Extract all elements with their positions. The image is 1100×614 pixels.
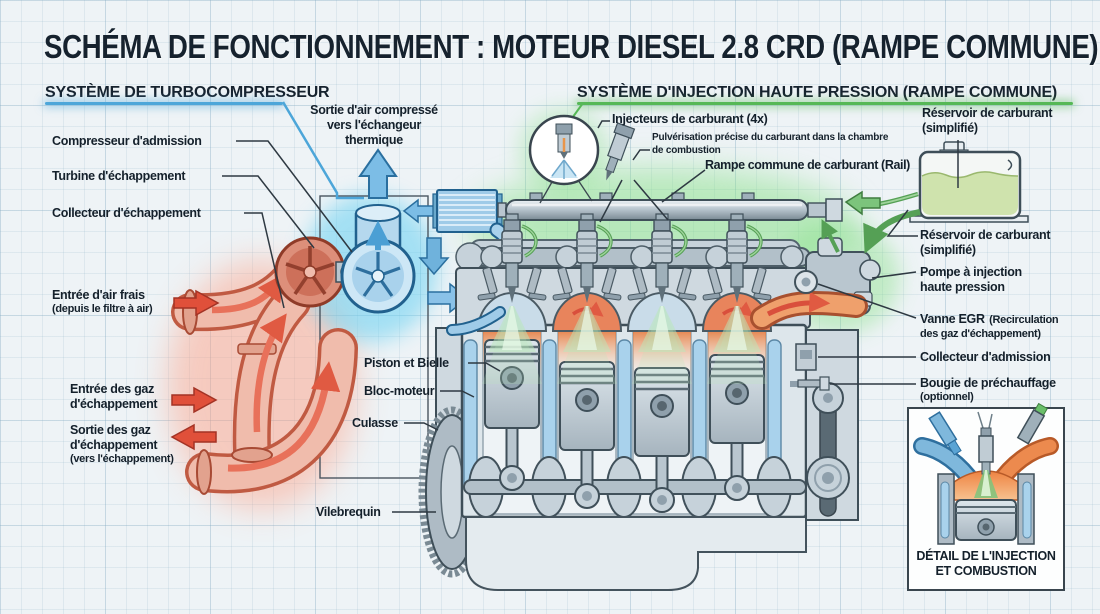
label-compresseur-admission: Compresseur d'admission	[52, 134, 202, 148]
combustion-detail-inset	[907, 402, 1065, 591]
label-sortie-gaz: Sortie des gaz d'échappement (vers l'éch…	[70, 423, 174, 465]
injection-section-underline	[577, 102, 1073, 105]
glow-plug	[790, 376, 830, 391]
intake-manifold-flange	[795, 343, 817, 371]
fresh-air-in-arrow	[173, 289, 220, 317]
label-bougie-sub: (optionnel)	[920, 390, 974, 403]
label-culasse: Culasse	[352, 416, 398, 430]
label-reservoir-haut: Réservoir de carburant (simplifié)	[922, 106, 1053, 135]
engine-block-assembly	[418, 239, 859, 591]
egr-valve	[794, 270, 818, 294]
turbo-section-bracket	[281, 101, 364, 200]
label-bougie: Bougie de préchauffage (optionnel)	[920, 376, 1056, 404]
label-turbine-echappement: Turbine d'échappement	[52, 169, 186, 183]
label-vanne-egr-sub2: des gaz d'échappement)	[920, 328, 1041, 340]
injection-section-title: SYSTÈME D'INJECTION HAUTE PRESSION (RAMP…	[577, 84, 1058, 101]
label-collecteur-admission: Collecteur d'admission	[920, 350, 1051, 364]
fuel-tank	[909, 141, 1029, 223]
label-pompe-injection: Pompe à injection haute pression	[920, 265, 1022, 294]
label-injecteurs: Injecteurs de carburant (4x)	[612, 112, 768, 126]
oil-pan	[465, 516, 807, 591]
label-pulverisation: Pulvérisation précise du carburant dans …	[652, 132, 889, 156]
label-sortie-air-compresse: Sortie d'air compressé vers l'échangeur …	[310, 103, 438, 147]
label-sortie-gaz-sub: (vers l'échappement)	[70, 452, 174, 465]
fuel-lines	[821, 190, 921, 254]
turbo-section-title: SYSTÈME DE TURBOCOMPRESSEUR	[45, 84, 330, 101]
turbocharger	[274, 148, 416, 314]
inset-exhaust-injector	[1016, 402, 1049, 445]
exhaust-turbine	[274, 236, 346, 308]
page-title: SCHÉMA DE FONCTIONNEMENT : MOTEUR DIESEL…	[44, 28, 1099, 65]
label-entree-air-frais-sub: (depuis le filtre à air)	[52, 302, 153, 315]
label-vanne-egr-sub1: (Recirculation	[989, 314, 1059, 326]
turbo-section-underline	[45, 102, 283, 105]
sample-injector	[605, 122, 636, 181]
inset-intake-injector	[928, 411, 962, 456]
label-piston-bielle: Piston et Bielle	[364, 356, 449, 370]
label-vanne-egr: Vanne EGR (Recirculation des gaz d'échap…	[920, 310, 1095, 341]
fuel-to-rail-arrow	[844, 190, 881, 216]
label-sortie-gaz-main: Sortie des gaz d'échappement	[70, 423, 158, 452]
label-vilebrequin: Vilebrequin	[316, 505, 381, 519]
label-entree-air-frais: Entrée d'air frais (depuis le filtre à a…	[52, 288, 153, 316]
label-entree-air-frais-main: Entrée d'air frais	[52, 288, 145, 302]
accessory-drive	[805, 329, 859, 521]
leader-lines	[222, 120, 959, 513]
exhaust-gas-out-arrow	[170, 423, 217, 451]
inset-center-injector	[977, 411, 994, 480]
intake-compressor	[340, 204, 416, 314]
crankshaft	[463, 456, 807, 518]
exhaust-outlet-pipe	[750, 290, 868, 330]
label-rampe-commune: Rampe commune de carburant (Rail)	[705, 158, 910, 172]
flow-label-arrows	[170, 289, 220, 451]
coolant-passages	[463, 339, 782, 491]
label-entree-gaz: Entrée des gaz d'échappement	[70, 382, 158, 411]
label-vanne-egr-main: Vanne EGR	[920, 312, 985, 326]
injector-magnifier	[528, 102, 600, 204]
label-bougie-main: Bougie de préchauffage	[920, 376, 1056, 390]
exhaust-gas-in-arrow	[171, 386, 218, 414]
compressed-air-up-arrow	[358, 148, 398, 199]
label-collecteur-echappement: Collecteur d'échappement	[52, 206, 201, 220]
air-down-arrow	[418, 237, 450, 276]
inset-piston	[955, 499, 1017, 541]
label-bloc-moteur: Bloc-moteur	[364, 384, 435, 398]
inset-caption: DÉTAIL DE L'INJECTION ET COMBUSTION	[916, 549, 1056, 578]
label-reservoir-bas: Réservoir de carburant (simplifié)	[920, 228, 1051, 257]
